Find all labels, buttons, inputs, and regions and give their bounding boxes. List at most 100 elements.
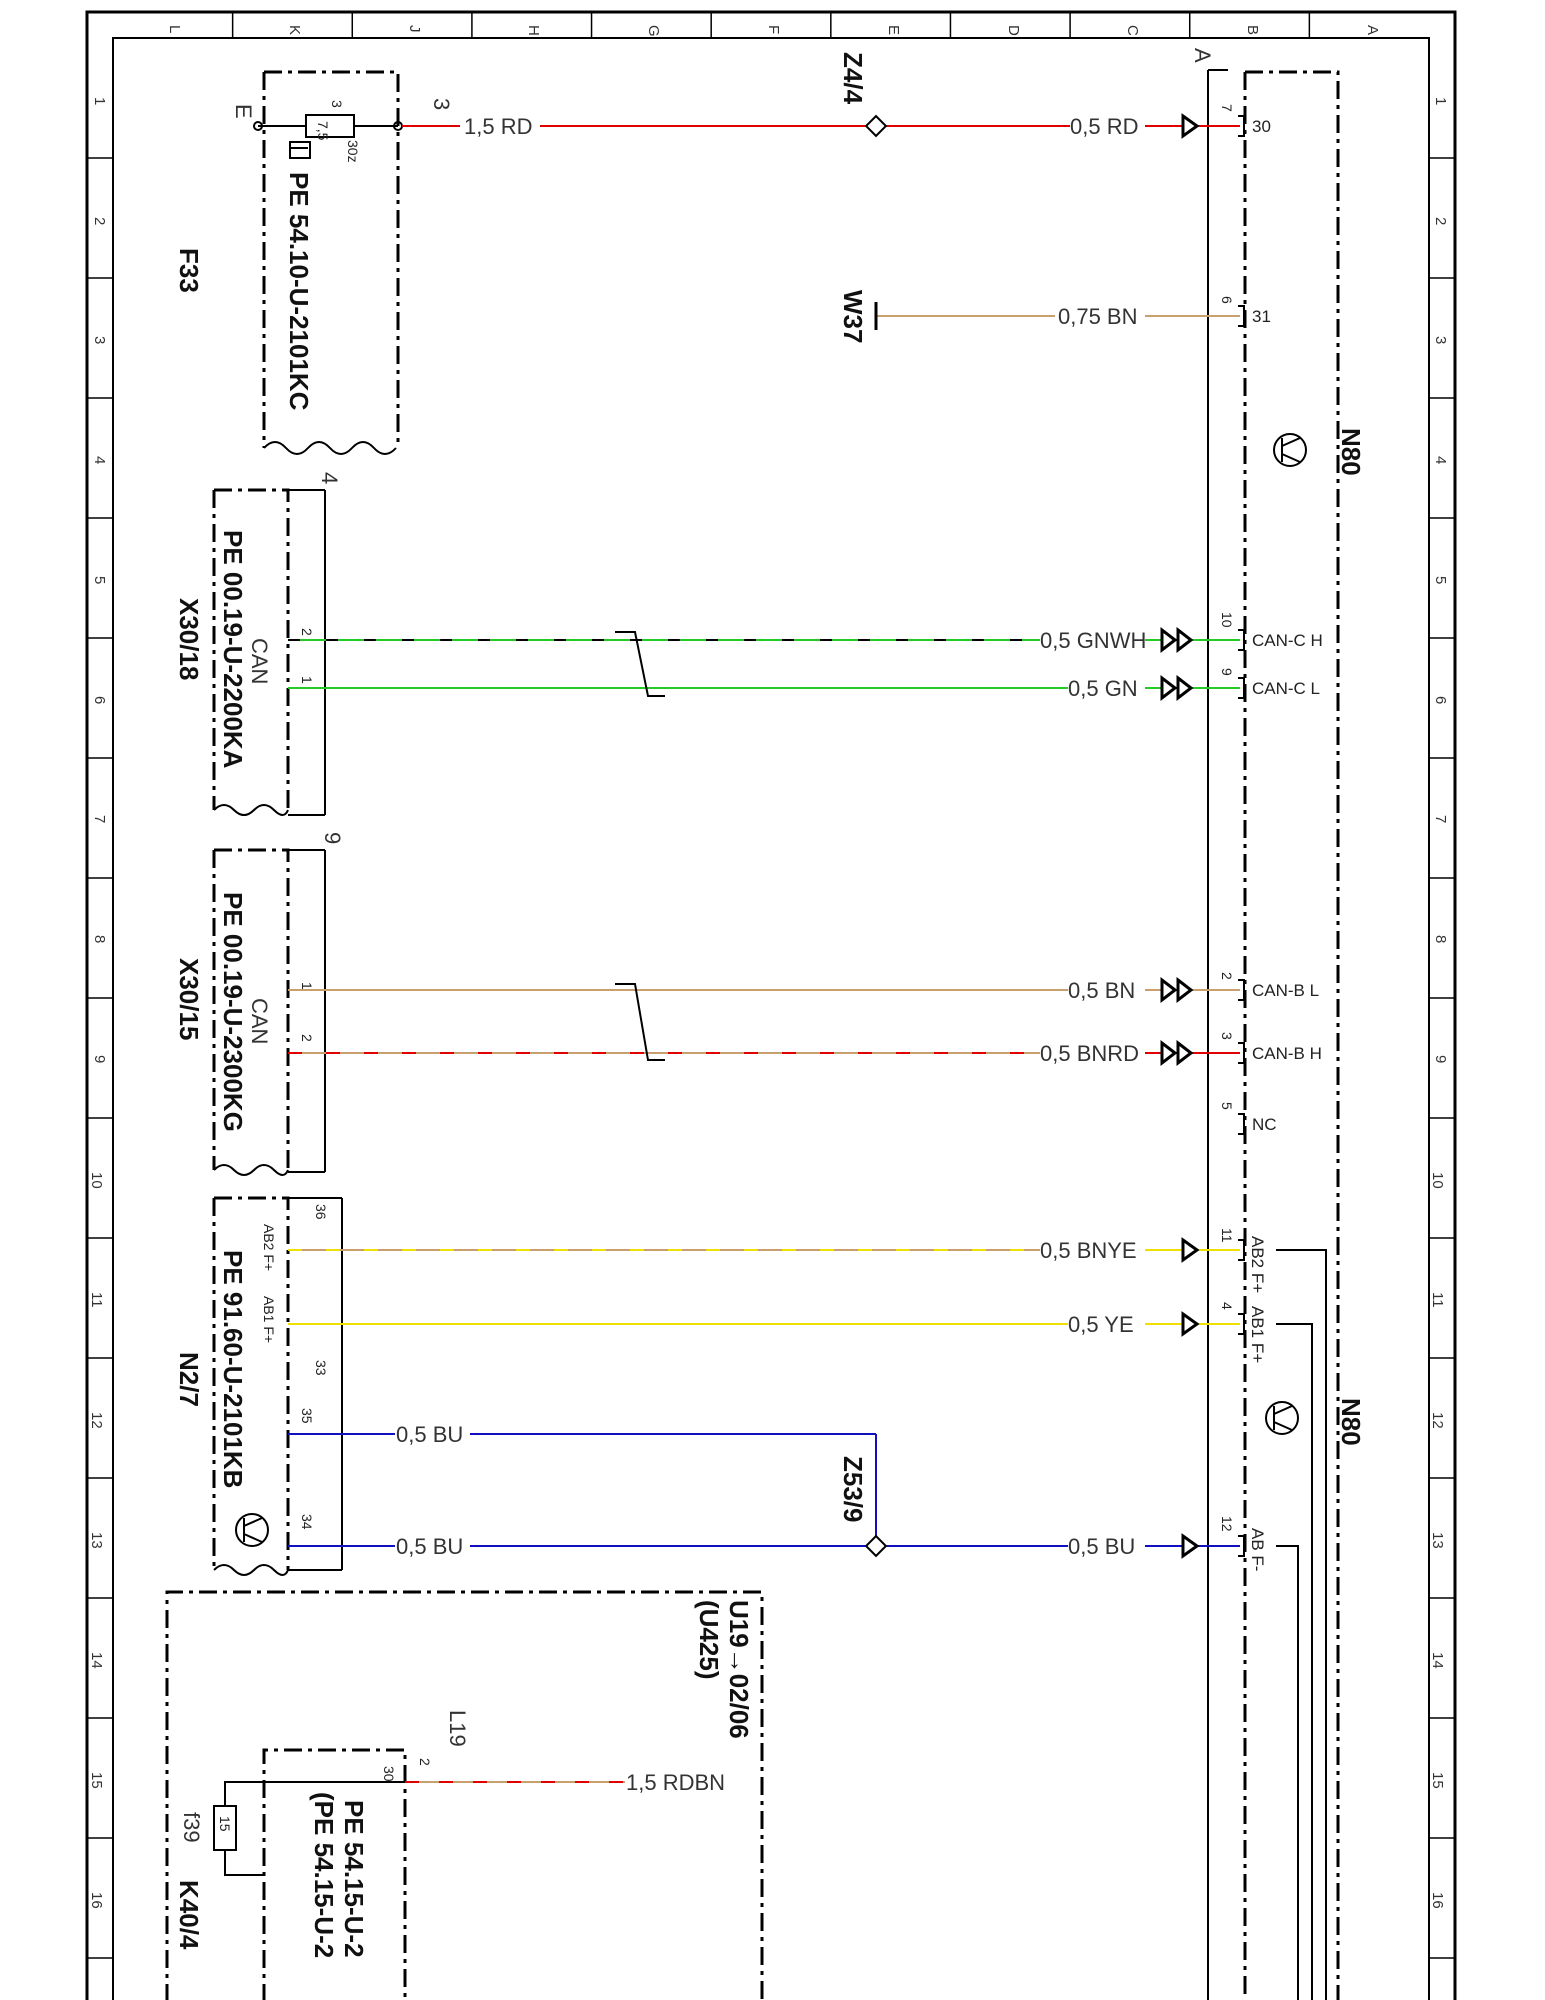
splice-label: Z53/9: [838, 1456, 868, 1523]
x30-15-bus: CAN: [247, 998, 272, 1044]
f33-ref: PE 54.10-U-2101KC: [284, 172, 314, 411]
row-label: 12: [88, 1412, 105, 1429]
col-label: D: [1005, 25, 1022, 36]
row-label: 2: [1432, 217, 1449, 225]
n80-pin: 12 AB F-: [1219, 1516, 1267, 1571]
n80-internal-line: [1276, 1545, 1299, 2000]
col-label: L: [166, 25, 183, 33]
row-label: 16: [1429, 1892, 1446, 1909]
pin-signal: 31: [1252, 307, 1271, 326]
pin-number: 5: [1219, 1102, 1235, 1110]
n80-pin: 9 CAN-C L: [1219, 668, 1320, 699]
k40-4-l19: L19: [445, 1710, 470, 1747]
f33-fuse: [305, 114, 355, 138]
wires: 1,5 RD 0,5 RD 0,75 BN 0,5 GNWH 0,5 GN 0,…: [288, 114, 1240, 1795]
row-label: 1: [1432, 97, 1449, 105]
row-dividers: [87, 157, 1455, 1959]
splice-z4-4: [864, 114, 888, 138]
wire-0-5-bnye: 0,5 BNYE: [288, 1238, 1240, 1263]
col-label: K: [286, 25, 303, 35]
row-label: 5: [1432, 576, 1449, 584]
x30-18-bus: CAN: [247, 638, 272, 684]
row-label: 8: [1432, 935, 1449, 943]
pin-signal: CAN-B L: [1252, 981, 1319, 1000]
wire-label: 1,5 RDBN: [626, 1770, 725, 1795]
hand-icon: [289, 141, 311, 159]
n80-pin: 3 CAN-B H: [1219, 1032, 1322, 1064]
twisted-pair-marker: [615, 631, 665, 697]
wire-0-5-bu-n80: 0,5 BU: [1068, 1534, 1240, 1559]
col-label: A: [1364, 25, 1381, 35]
n80-internal-line: [1276, 1249, 1327, 2000]
n80-pin: 7 30: [1219, 104, 1271, 137]
wire-0-5-bu-35: 0,5 BU: [288, 1422, 877, 1546]
k40-4-ref: (PE 54.15-U-2: [309, 1792, 339, 1958]
k40-4-ref: PE 54.15-U-2: [339, 1800, 369, 1958]
row-label: 9: [1432, 1055, 1449, 1063]
n2-7-pin: 33: [313, 1360, 329, 1376]
k40-4-label: K40/4: [174, 1880, 204, 1950]
row-label: 7: [91, 815, 108, 823]
transistor-icon: [1273, 433, 1307, 467]
n80-pin: 4 AB1 F+: [1219, 1302, 1267, 1363]
row-labels-left: 1 2 3 4 5 6 7 8 9 10 11 12 13 14 15 16: [88, 97, 108, 1909]
row-label: 11: [88, 1292, 105, 1308]
k40-4-pin: 2: [417, 1758, 433, 1766]
wire-0-5-gnwh: 0,5 GNWH: [288, 628, 1240, 653]
n2-7-ref: PE 91.60-U-2101KB: [218, 1250, 248, 1488]
n2-7-pin: 36: [313, 1204, 329, 1220]
n80-connectors: [1160, 113, 1200, 1559]
col-label: B: [1244, 25, 1261, 35]
wire-label: 0,75 BN: [1058, 304, 1138, 329]
n2-7-pin: 35: [299, 1408, 315, 1424]
n2-7-sub: AB2 F+: [261, 1224, 277, 1271]
pin-signal: NC: [1252, 1115, 1277, 1134]
wire-label: 0,5 BN: [1068, 978, 1135, 1003]
pin-number: 6: [1219, 296, 1235, 304]
col-label: J: [406, 25, 423, 33]
pin-number: 9: [1219, 668, 1235, 676]
f33-pin: 3: [429, 98, 454, 110]
splices: Z4/4 W37 Z53/9: [838, 52, 888, 1558]
row-label: 13: [1429, 1532, 1446, 1549]
f33-label: F33: [174, 248, 204, 293]
pin-signal: CAN-B H: [1252, 1044, 1322, 1063]
f33-fuse-value: 7,5: [315, 121, 331, 141]
column-labels: L K J H G F E D C B A: [166, 25, 1381, 37]
x30-15-pin: 1: [299, 982, 315, 990]
pin-signal: CAN-C H: [1252, 631, 1323, 650]
n80-boundary: [1243, 70, 1340, 2000]
n2-7-sub: AB1 F+: [261, 1296, 277, 1343]
sheet-frame: [85, 10, 1457, 2000]
pin-number: 11: [1219, 1228, 1235, 1243]
row-label: 5: [91, 576, 108, 584]
pin-signal: 30: [1252, 117, 1271, 136]
row-label: 4: [91, 456, 108, 464]
row-label: 12: [1429, 1412, 1446, 1429]
col-label: G: [645, 25, 662, 37]
wire-0-75-bn: 0,75 BN: [876, 304, 1240, 329]
row-label: 11: [1429, 1292, 1446, 1308]
row-label: 13: [88, 1532, 105, 1549]
wire-label: 0,5 BU: [396, 1422, 463, 1447]
col-label: H: [525, 25, 542, 36]
n80-pin: 11 AB2 F+: [1219, 1228, 1267, 1293]
row-label: 15: [88, 1772, 105, 1789]
row-label: 3: [1432, 336, 1449, 344]
n80-internal-line: [1276, 1323, 1313, 2000]
row-label: 14: [1429, 1652, 1446, 1669]
n80-label: N80: [1336, 1398, 1366, 1446]
wire-label: 0,5 BNRD: [1040, 1041, 1139, 1066]
wire-0-5-gn: 0,5 GN: [288, 676, 1240, 701]
x30-15-bracket-pin: 9: [320, 832, 345, 844]
wire-label: 0,5 RD: [1070, 114, 1138, 139]
col-label: F: [765, 25, 782, 34]
wire-label: 0,5 BU: [1068, 1534, 1135, 1559]
n80-pin: 10 CAN-C H: [1219, 612, 1323, 651]
n80-pin: 5 NC: [1219, 1102, 1277, 1135]
x30-18-bracket-pin: 4: [317, 472, 342, 484]
k40-4-pin: 30: [381, 1766, 397, 1782]
u19-region: U19→02/06 (U425): [165, 1590, 764, 2000]
n80-pin: 6 31: [1219, 296, 1271, 327]
row-label: 10: [88, 1172, 105, 1189]
